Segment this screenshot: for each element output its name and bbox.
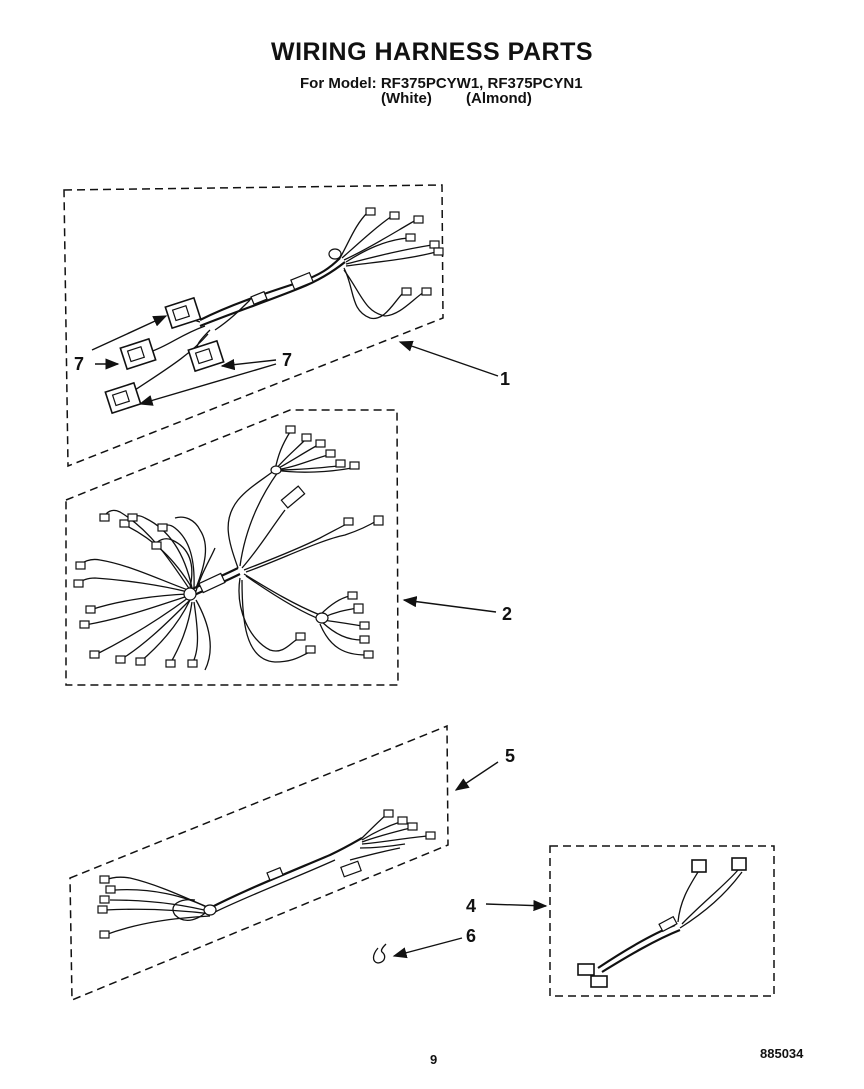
part-4-outline [549,845,775,997]
part-1-outline [63,184,444,468]
part-5-outline [69,724,449,1002]
part-6-clip [372,937,463,964]
callout-4: 4 [466,896,477,916]
callout-1: 1 [500,369,511,389]
variant-almond-label: (Almond) [466,90,532,107]
harness-part-1 [63,184,499,468]
callout-2: 2 [502,604,513,624]
harness-part-5 [69,724,499,1002]
harness-part-4 [485,845,775,997]
page-title: WIRING HARNESS PARTS [270,38,594,66]
variant-white-label: (White) [381,90,432,107]
callout-5: 5 [505,746,516,766]
callout-6: 6 [466,926,477,946]
callout-7-right: 7 [282,350,293,370]
document-number: 885034 [760,1046,804,1061]
part-2-outline [65,409,399,686]
model-line: For Model: RF375PCYW1, RF375PCYN1 [300,75,583,92]
harness-part-2 [65,409,497,686]
page-number: 9 [430,1052,438,1067]
callout-7-left: 7 [74,354,85,374]
